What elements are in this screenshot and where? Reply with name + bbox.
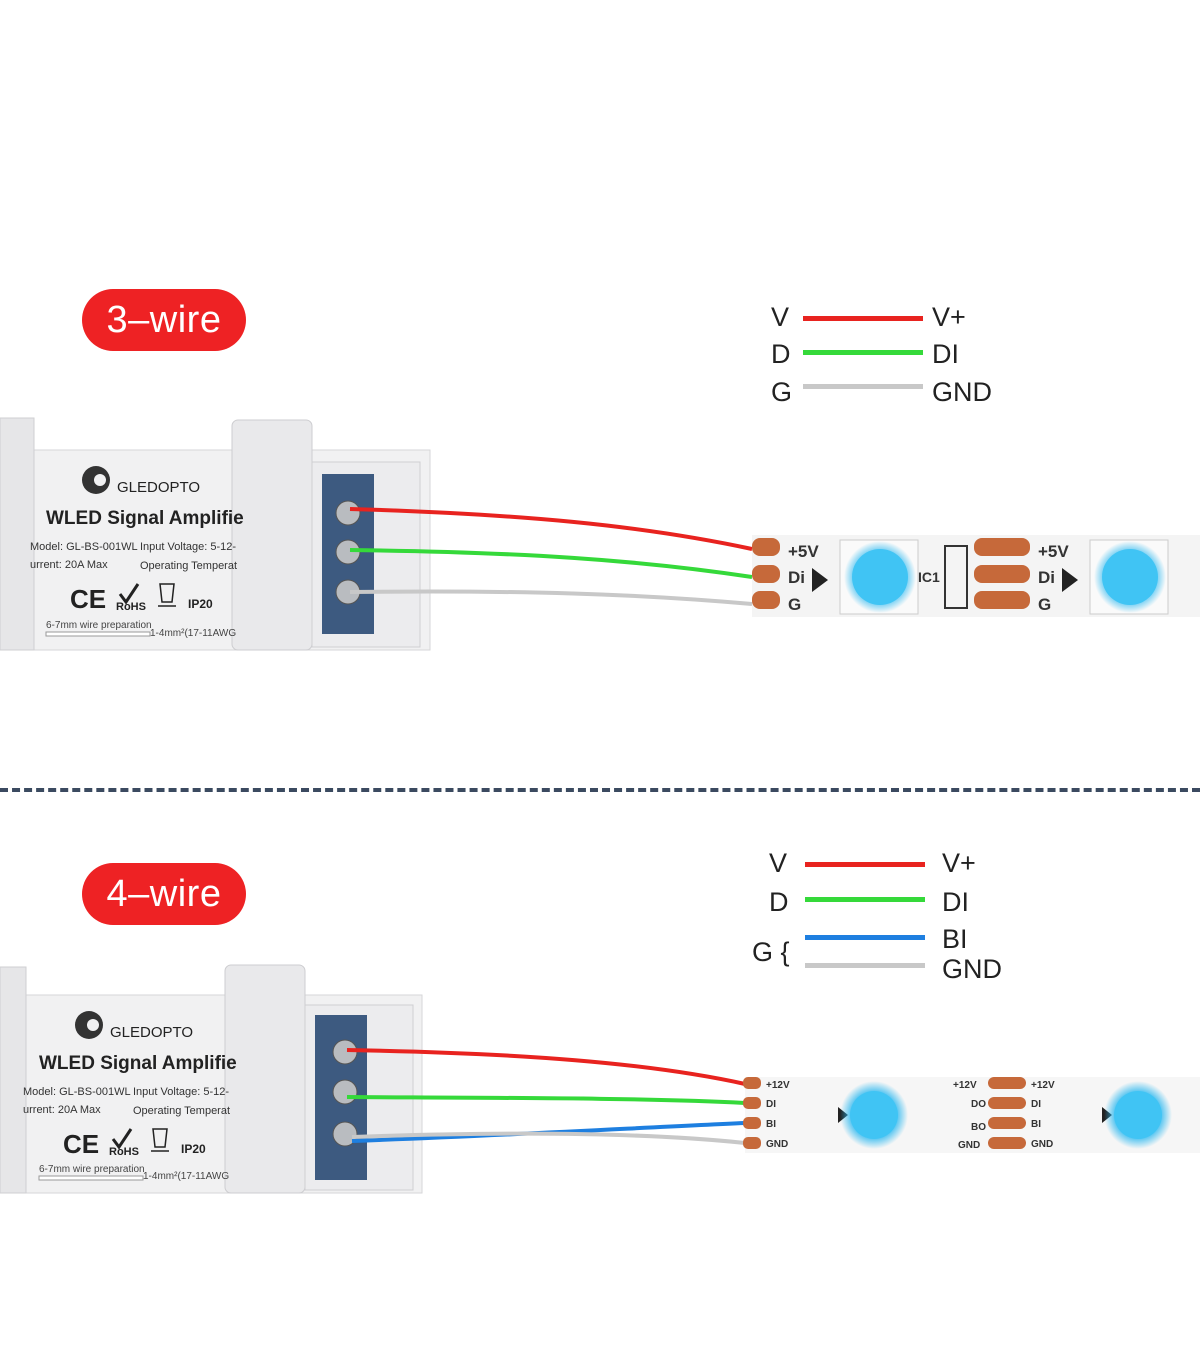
legend-4w-right-gnd: GND <box>942 954 1002 984</box>
legend-4w-left-v: V <box>769 848 788 878</box>
device-title-2: WLED Signal Amplifie <box>39 1053 237 1074</box>
pad-label-di-2: Di <box>1038 568 1055 587</box>
device-model: Model: GL-BS-001WL <box>30 541 138 553</box>
pad-5v <box>752 538 780 556</box>
legend-4w-right-di: DI <box>942 887 969 917</box>
legend-3w-left-v: V <box>771 302 790 332</box>
terminal-cover-2 <box>224 964 306 1194</box>
legend-3w-line-gray <box>803 384 923 389</box>
device-brand: GLEDOPTO <box>117 479 200 496</box>
pad-label-12v-2: +12V <box>1031 1080 1055 1091</box>
pad-label-5v: +5V <box>788 542 819 561</box>
terminal-cover <box>231 419 313 651</box>
section-divider <box>0 788 1200 792</box>
legend-4w-line-green <box>805 897 925 902</box>
pad-di <box>752 565 780 583</box>
pad-label-bo: BO <box>971 1122 986 1133</box>
legend-4w-line-blue <box>805 935 925 940</box>
rohs-label: RoHS <box>116 601 146 613</box>
pad-label-12v-out: +12V <box>953 1080 977 1091</box>
legend-4w-right-vplus: V+ <box>942 848 976 878</box>
rohs-check-icon-2 <box>111 1128 133 1150</box>
screw-g-2 <box>332 1121 358 1147</box>
pad-label-gnd-2: GND <box>1031 1139 1053 1150</box>
pad-label-di-4w: DI <box>766 1099 776 1110</box>
section-title-4wire: 4–wire <box>82 863 246 925</box>
ce-mark: CE <box>70 584 106 614</box>
pad-label-5v-2: +5V <box>1038 542 1069 561</box>
device-temp-2: Operating Temperat <box>133 1105 230 1117</box>
section-4wire-graphic: GLEDOPTO WLED Signal Amplifie Model: GL-… <box>0 964 1200 1194</box>
weee-bin-icon-2 <box>151 1128 169 1152</box>
legend-3w-right-gnd: GND <box>932 377 992 407</box>
screw-v <box>335 500 361 526</box>
pad-label-12v: +12V <box>766 1080 790 1091</box>
wire-prep-label: 6-7mm wire preparation <box>46 620 152 631</box>
legend-4w-line-red <box>805 862 925 867</box>
ce-mark-2: CE <box>63 1129 99 1159</box>
device-voltage-2: Input Voltage: 5-12- <box>133 1086 229 1098</box>
rohs-check-icon <box>118 583 140 605</box>
awg-label: 1-4mm²(17-11AWG <box>150 628 236 639</box>
legend-3w-left-g: G <box>771 377 793 407</box>
device-temp: Operating Temperat <box>140 560 237 572</box>
legend-3w-left-d: D <box>771 339 791 369</box>
section-3wire-graphic: GLEDOPTO WLED Signal Amplifie Model: GL-… <box>0 417 1200 651</box>
data-direction-arrow-icon <box>812 568 828 592</box>
legend-3w-right-di: DI <box>932 339 959 369</box>
wire-gray-2 <box>351 1131 746 1145</box>
wire-blue-2 <box>351 1121 746 1143</box>
device-current: urrent: 20A Max <box>30 559 108 571</box>
legend-4w-right-bi: BI <box>942 924 968 954</box>
pad-label-g-2: G <box>1038 595 1051 614</box>
legend-3w-line-red <box>803 316 923 321</box>
pad-label-gnd: GND <box>766 1139 788 1150</box>
legend-4w-line-gray <box>805 963 925 968</box>
pad-label-gnd-out: GND <box>958 1140 980 1151</box>
pad-label-di-2: DI <box>1031 1099 1041 1110</box>
device-voltage: Input Voltage: 5-12- <box>140 541 236 553</box>
wire-red-2 <box>346 1048 746 1086</box>
amplifier-left-tab <box>0 417 35 651</box>
device-current-2: urrent: 20A Max <box>23 1104 101 1116</box>
weee-bin-icon <box>158 583 176 607</box>
pad-label-bi: BI <box>766 1119 776 1130</box>
pad-label-do: DO <box>971 1099 986 1110</box>
legend-4w-left-g: G { <box>752 937 790 967</box>
amplifier-left-tab-2 <box>0 966 27 1194</box>
legend-3w-right-vplus: V+ <box>932 302 966 332</box>
ic-label: IC1 <box>918 569 940 585</box>
pad-g <box>752 591 780 609</box>
ip-rating: IP20 <box>188 597 213 611</box>
wire-red <box>349 507 753 551</box>
device-title: WLED Signal Amplifie <box>46 508 244 529</box>
screw-d-2 <box>332 1079 358 1105</box>
device-brand-2: GLEDOPTO <box>110 1024 193 1041</box>
ip-rating-2: IP20 <box>181 1142 206 1156</box>
wire-green-2 <box>346 1095 746 1105</box>
legend-3w-line-green <box>803 350 923 355</box>
pad-label-di: Di <box>788 568 805 587</box>
pad-label-bi-2: BI <box>1031 1119 1041 1130</box>
pad-label-g: G <box>788 595 801 614</box>
wire-prep-label-2: 6-7mm wire preparation <box>39 1164 145 1175</box>
section-title-3wire: 3–wire <box>82 289 246 351</box>
rohs-label-2: RoHS <box>109 1146 139 1158</box>
awg-label-2: 1-4mm²(17-11AWG <box>143 1171 229 1182</box>
device-model-2: Model: GL-BS-001WL <box>23 1086 131 1098</box>
wire-green <box>349 548 753 579</box>
legend-4w-left-d: D <box>769 887 789 917</box>
wire-gray <box>349 589 753 606</box>
